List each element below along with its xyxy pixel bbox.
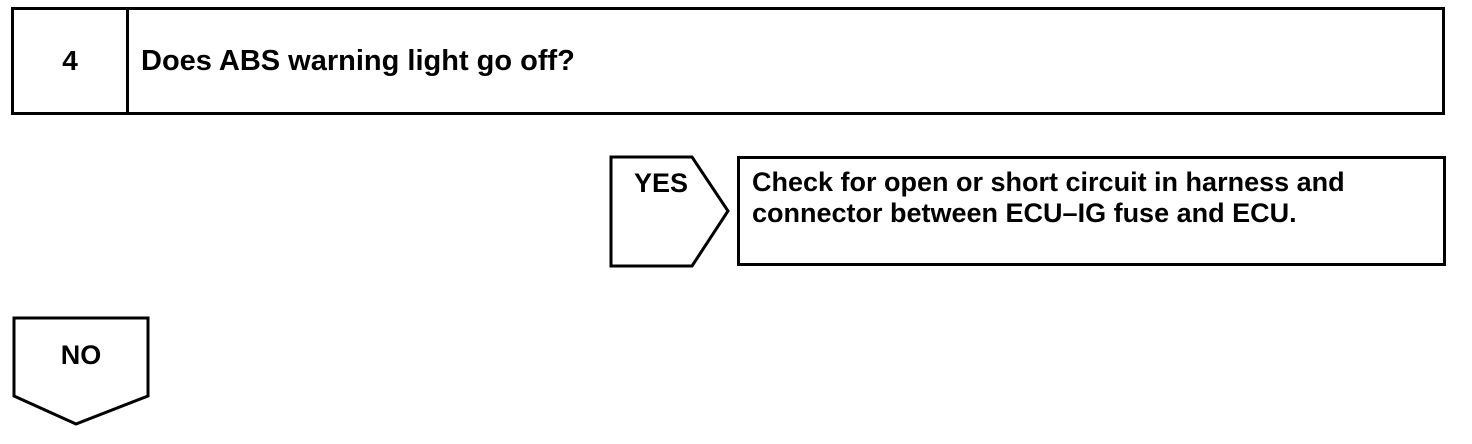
step-question: Does ABS warning light go off? xyxy=(141,44,575,77)
no-arrow-shape xyxy=(12,316,150,426)
step-box: 4 Does ABS warning light go off? xyxy=(11,7,1445,115)
no-label: NO xyxy=(60,340,102,370)
yes-arrow-shape xyxy=(609,155,730,268)
yes-result-text: Check for open or short circuit in harne… xyxy=(752,167,1345,228)
step-number: 4 xyxy=(14,10,129,112)
yes-result-box: Check for open or short circuit in harne… xyxy=(737,156,1446,266)
yes-label: YES xyxy=(634,168,689,198)
